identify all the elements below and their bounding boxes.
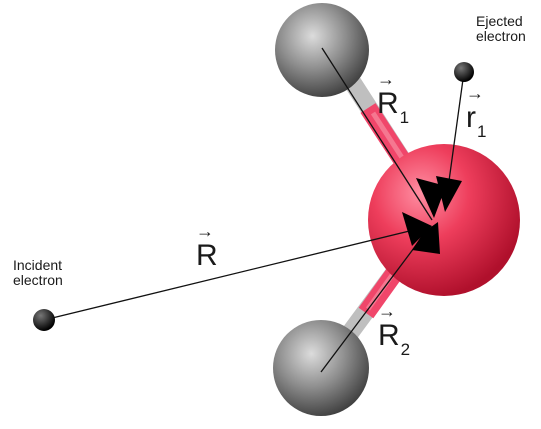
- arrowhead-R1: [416, 178, 446, 218]
- vector-R2-line: [320, 231, 427, 373]
- incident-label-line2: electron: [13, 271, 63, 288]
- label-R1-base: R: [377, 87, 399, 120]
- label-R2-base: R: [378, 319, 400, 352]
- incident-electron-label: Incident electron: [13, 258, 63, 287]
- label-R2-sub: 2: [400, 340, 411, 359]
- label-vector-R1: → R1: [377, 70, 409, 127]
- label-R-base: R: [196, 239, 218, 272]
- arrowheads: [402, 176, 462, 254]
- incident-electron: [33, 309, 55, 331]
- ejected-electron-label: Ejected electron: [476, 14, 526, 43]
- label-vector-R: → R: [196, 222, 218, 272]
- arrowhead-r1: [436, 176, 462, 212]
- vector-R1-line: [321, 47, 433, 221]
- label-vector-R2: → R2: [378, 302, 410, 359]
- ejected-label-line1: Ejected: [476, 13, 523, 29]
- label-r1-base: r: [466, 101, 476, 134]
- arrow-symbol: →: [377, 69, 395, 89]
- label-r1-sub: 1: [477, 122, 487, 141]
- ejected-label-line2: electron: [476, 27, 526, 44]
- incident-label-line1: Incident: [13, 257, 63, 273]
- arrowhead-R: [402, 212, 432, 246]
- oxygen-atom: [368, 144, 520, 296]
- vector-R-line: [43, 225, 431, 321]
- arrow-symbol: →: [466, 83, 484, 103]
- arrow-symbol: →: [196, 221, 214, 241]
- label-vector-r1: → r1: [466, 84, 486, 141]
- ejected-electron: [454, 62, 474, 82]
- label-R1-sub: 1: [399, 108, 410, 127]
- arrowhead-R2: [412, 222, 440, 254]
- hydrogen-atom-top: [275, 3, 369, 97]
- arrow-symbol: →: [378, 301, 396, 321]
- hydrogen-atom-bottom: [273, 320, 369, 416]
